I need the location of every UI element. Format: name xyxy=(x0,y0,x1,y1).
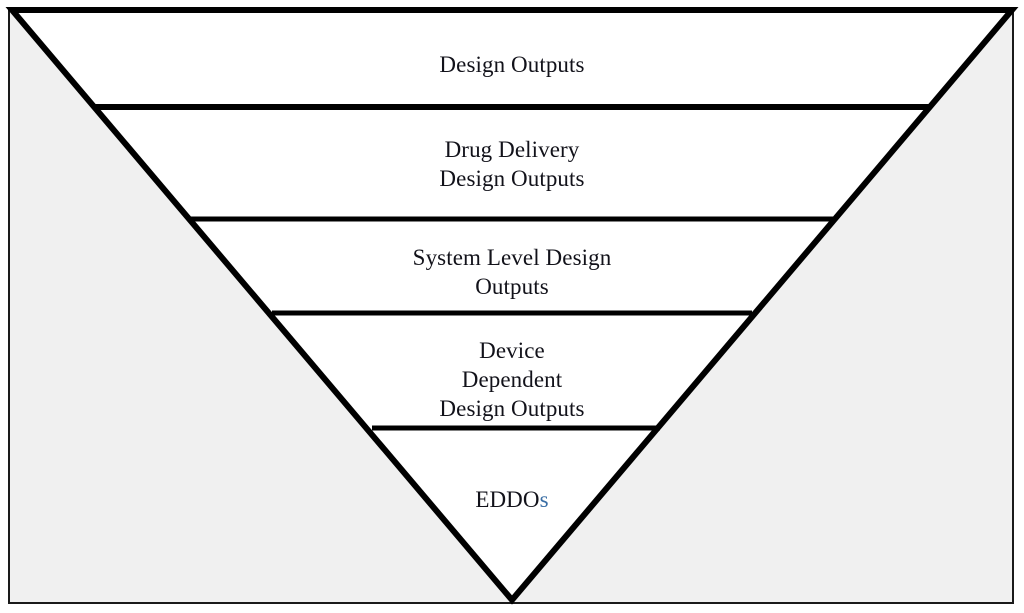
tier-label-design-outputs: Design Outputs xyxy=(0,50,1024,79)
tier-4-line-1: Device xyxy=(479,338,545,363)
tier-1-line-1: Design Outputs xyxy=(439,52,585,77)
tier-5-line-1: EDDOs xyxy=(0,485,1024,514)
tier-4-line-3: Design Outputs xyxy=(439,396,585,421)
tier-label-system-level-design-outputs: System Level Design Outputs xyxy=(0,243,1024,301)
tier-label-drug-delivery-design-outputs: Drug Delivery Design Outputs xyxy=(0,135,1024,193)
tier-2-line-1: Drug Delivery xyxy=(444,137,580,162)
tier-label-eddos: EDDOs xyxy=(0,485,1024,514)
eddos-prefix: EDDO xyxy=(475,487,540,512)
eddos-suffix: s xyxy=(539,487,549,512)
tier-3-line-2: Outputs xyxy=(475,274,549,299)
funnel-triangle-shape xyxy=(5,7,1019,605)
tier-4-line-2: Dependent xyxy=(461,367,563,392)
tier-label-device-dependent-design-outputs: Device Dependent Design Outputs xyxy=(0,336,1024,423)
tier-3-line-1: System Level Design xyxy=(412,245,612,270)
tier-2-line-2: Design Outputs xyxy=(439,166,585,191)
